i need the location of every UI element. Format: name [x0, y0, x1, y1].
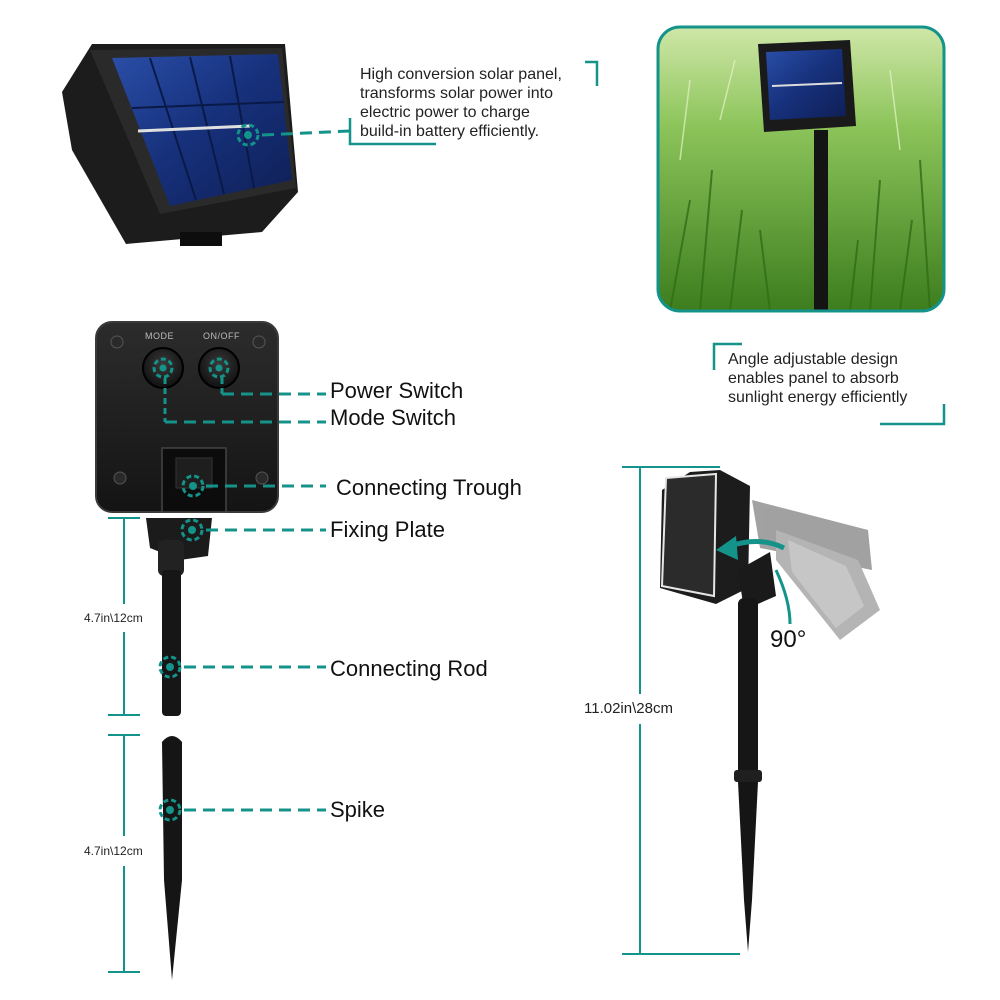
power-switch-label: Power Switch — [330, 378, 464, 403]
fixing-plate-label: Fixing Plate — [330, 517, 445, 542]
solar-panel-callout — [236, 60, 599, 147]
total-dimension-line — [622, 466, 740, 955]
connecting-rod-label: Connecting Rod — [330, 656, 488, 681]
angle-caption-brackets — [712, 342, 946, 426]
solar-panel-image — [62, 44, 298, 246]
control-box-callouts — [152, 357, 326, 498]
assembled-stake-image — [660, 470, 880, 952]
total-dimension-label: 11.02in\28cm — [584, 700, 673, 717]
spike-image — [162, 736, 182, 980]
connecting-rod-callout — [158, 655, 326, 679]
spike-dimension-label: 4.7in\12cm — [84, 844, 143, 858]
spike-label: Spike — [330, 797, 386, 822]
connecting-rod-image — [146, 518, 212, 716]
spike-callout — [158, 798, 326, 822]
curved-arrow-icon — [716, 536, 792, 625]
solar-panel-caption: High conversion solar panel, transforms … — [360, 66, 562, 140]
angle-caption: Angle adjustable design enables panel to… — [728, 351, 908, 406]
mode-button-text: MODE — [145, 331, 174, 341]
control-box-image — [95, 321, 279, 513]
rod-dimension-label: 4.7in\12cm — [84, 611, 143, 625]
onoff-button-text: ON/OFF — [203, 331, 240, 341]
spike-dimension-line — [108, 734, 140, 973]
mode-switch-label: Mode Switch — [330, 405, 456, 430]
fixing-plate-callout — [180, 518, 326, 542]
connecting-trough-label: Connecting Trough — [336, 475, 522, 500]
rod-dimension-line — [108, 517, 140, 716]
grass-photo — [656, 25, 946, 313]
rotation-angle-label: 90° — [770, 626, 807, 653]
